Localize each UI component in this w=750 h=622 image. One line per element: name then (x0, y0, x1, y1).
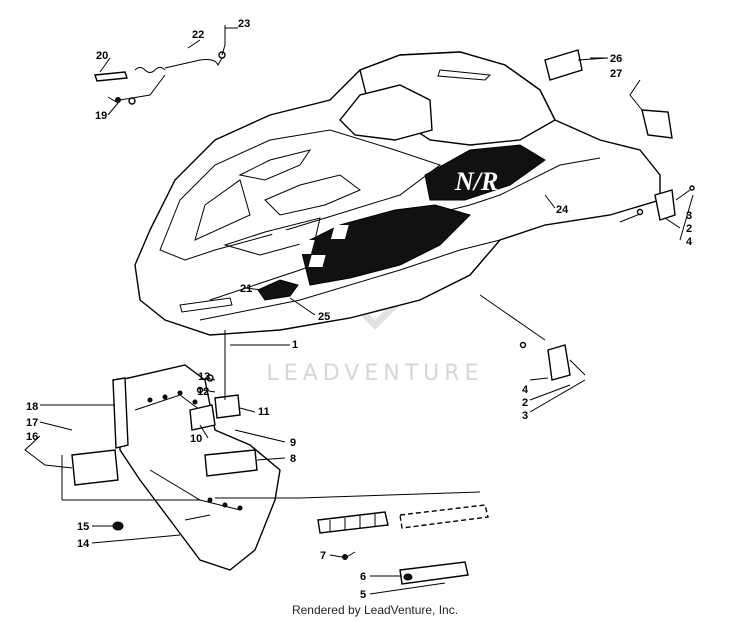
small-decal (257, 279, 299, 301)
callout-18: 18 (26, 401, 38, 413)
callout-20: 20 (96, 50, 108, 62)
decal-sheet-26 (544, 49, 583, 81)
callout-19: 19 (95, 110, 107, 122)
pad-8 (204, 449, 258, 477)
callout-14: 14 (77, 538, 90, 550)
callout-4-lower: 4 (522, 384, 529, 396)
callout-4-upper: 4 (686, 236, 693, 248)
watermark-text: LEADVENTURE (267, 361, 484, 386)
callout-23: 23 (238, 18, 250, 30)
side-bracket-lower (519, 341, 586, 381)
bracket-10 (189, 404, 216, 431)
side-strip (112, 377, 129, 449)
callout-9: 9 (290, 437, 296, 449)
callout-5: 5 (360, 589, 366, 601)
hinge-11 (214, 394, 241, 419)
callout-22: 22 (192, 29, 204, 41)
callout-3-lower: 3 (522, 410, 528, 422)
hinge-assembly (317, 504, 489, 585)
hood-logo-text: N/R (454, 167, 498, 196)
callout-1: 1 (292, 339, 298, 351)
callout-13: 13 (198, 371, 210, 383)
callout-24: 24 (556, 204, 569, 216)
callout-27: 27 (610, 68, 622, 80)
callout-11: 11 (258, 406, 270, 418)
callout-21: 21 (240, 283, 252, 295)
grommet-15 (112, 521, 124, 531)
callouts: 1 2 2 3 3 4 4 5 6 7 8 9 10 11 12 13 14 1… (26, 18, 693, 601)
callout-25: 25 (318, 311, 330, 323)
pad-16 (71, 449, 119, 486)
callout-2-lower: 2 (522, 397, 528, 409)
callout-10: 10 (190, 433, 202, 445)
callout-2-upper: 2 (686, 223, 692, 235)
callout-6: 6 (360, 571, 366, 583)
washer-12 (196, 386, 204, 394)
callout-16: 16 (26, 431, 38, 443)
checkered-decal (269, 204, 471, 286)
callout-26: 26 (610, 53, 622, 65)
spring-cable-assembly (94, 25, 226, 105)
hood: N/R (134, 51, 661, 336)
callout-12: 12 (197, 386, 209, 398)
callout-7: 7 (320, 550, 326, 562)
belly-pan (119, 364, 281, 571)
side-bracket-upper (636, 185, 695, 221)
credit-text: Rendered by LeadVenture, Inc. (292, 603, 458, 617)
callout-3-upper: 3 (686, 210, 692, 222)
leader-lines (24, 27, 694, 595)
logo-decal: N/R (424, 144, 546, 201)
callout-17: 17 (26, 417, 38, 429)
callout-8: 8 (290, 453, 296, 465)
decal-sheet-27 (641, 109, 673, 139)
callout-15: 15 (77, 521, 89, 533)
